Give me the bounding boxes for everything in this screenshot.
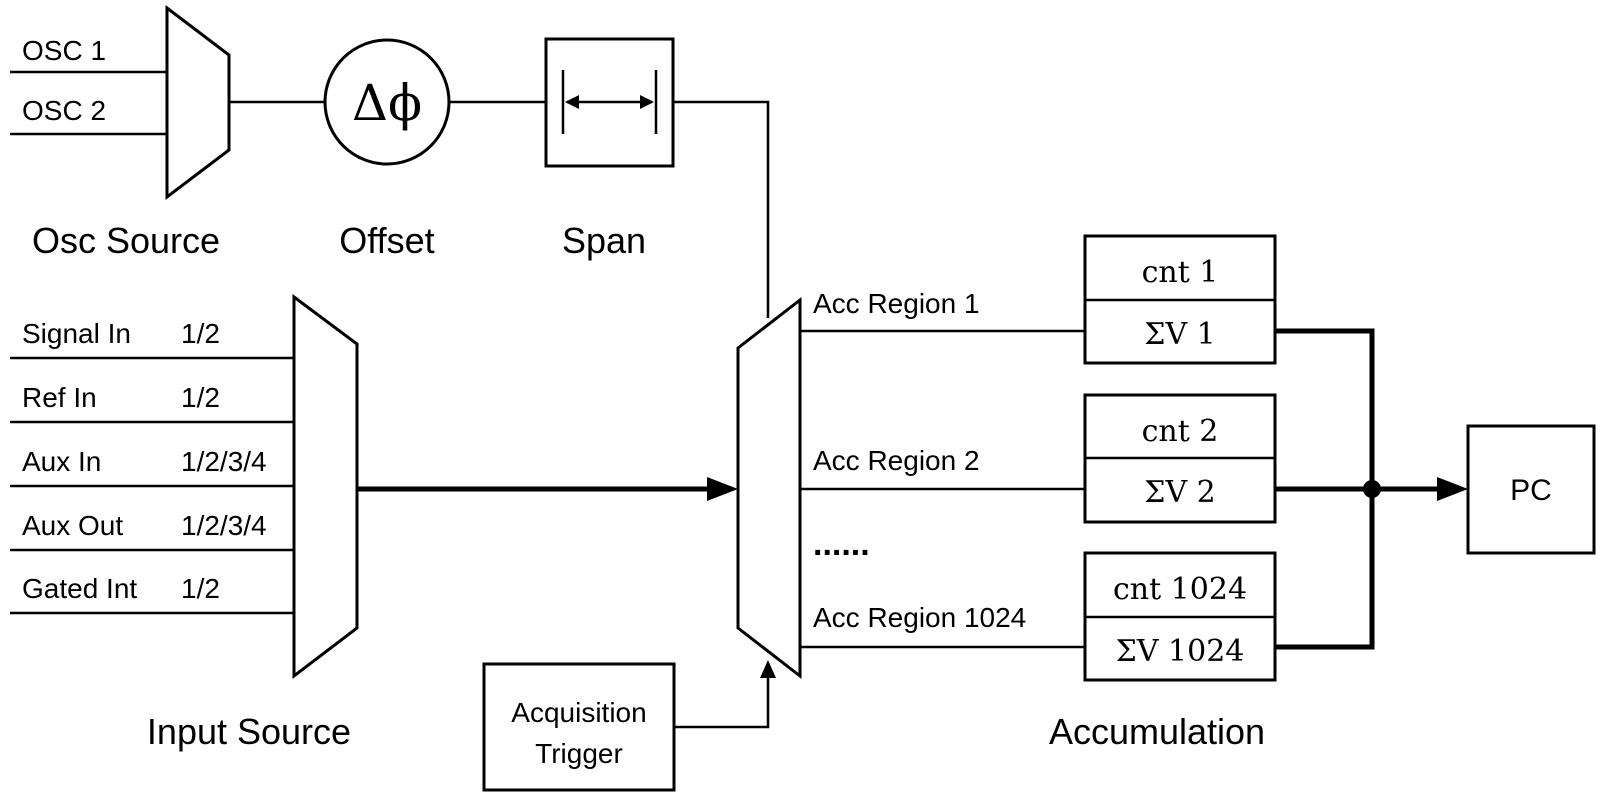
delta-phi-symbol: Δϕ	[352, 74, 422, 132]
osc2-label: OSC 2	[22, 95, 106, 126]
input-to-region-mux-arrowhead	[707, 477, 738, 501]
pc-block: PC	[1466, 424, 1596, 555]
accumulation-title: Accumulation	[1049, 711, 1265, 752]
span-arrow-left-head	[565, 95, 579, 109]
region-ellipsis: ......	[813, 525, 870, 563]
osc-source-title: Osc Source	[32, 220, 220, 261]
region-1024-label: Acc Region 1024	[813, 602, 1026, 633]
input-source-mux	[292, 294, 359, 680]
pc-box	[1466, 424, 1596, 555]
osc-source-mux	[165, 4, 231, 201]
region-1: Acc Region 1	[800, 288, 1085, 333]
offset-title: Offset	[339, 220, 434, 261]
accumulator-2-sum: ΣV 2	[1144, 475, 1216, 510]
region-1-label: Acc Region 1	[813, 288, 980, 319]
input-channels-signal-in: 1/2	[181, 318, 220, 349]
input-name-gated-int: Gated Int	[22, 573, 137, 604]
input-name-aux-in: Aux In	[22, 446, 101, 477]
bus-junction-dot	[1363, 480, 1381, 498]
region-1024: Acc Region 1024	[800, 602, 1085, 649]
accumulator-1-sum: ΣV 1	[1144, 317, 1216, 352]
region-2: Acc Region 2	[800, 445, 1085, 491]
input-source-title: Input Source	[147, 711, 351, 752]
input-channels-ref-in: 1/2	[181, 382, 220, 413]
acquisition-trigger-line2: Trigger	[535, 738, 623, 769]
acquisition-trigger-block: Acquisition Trigger	[482, 660, 776, 792]
accumulator-1: cnt 1 ΣV 1	[1083, 234, 1277, 365]
input-channels-aux-out: 1/2/3/4	[181, 510, 267, 541]
acquisition-trigger-box	[482, 662, 676, 792]
region-demux	[736, 296, 802, 680]
accumulator-2: cnt 2 ΣV 2	[1083, 393, 1277, 524]
accumulator-1024: cnt 1024 ΣV 1024	[1083, 551, 1277, 682]
pc-arrowhead	[1437, 477, 1468, 501]
span-block: Span	[544, 37, 675, 261]
input-channels-aux-in: 1/2/3/4	[181, 446, 267, 477]
trigger-to-region-mux-line	[674, 675, 770, 729]
span-title: Span	[562, 220, 646, 261]
span-to-region-mux-line	[673, 100, 770, 318]
offset-block: Δϕ Offset	[323, 38, 451, 261]
trigger-arrowhead	[760, 660, 776, 678]
input-name-ref-in: Ref In	[22, 382, 97, 413]
pc-label: PC	[1510, 474, 1552, 507]
span-arrow-right-head	[640, 95, 654, 109]
osc1-label: OSC 1	[22, 35, 106, 66]
acquisition-trigger-line1: Acquisition	[511, 697, 646, 728]
accumulator-1024-cnt: cnt 1024	[1113, 572, 1247, 607]
region-2-label: Acc Region 2	[813, 445, 980, 476]
input-source-block: Signal In 1/2 Ref In 1/2 Aux In 1/2/3/4 …	[10, 294, 359, 752]
accumulator-2-cnt: cnt 2	[1142, 414, 1219, 449]
accumulator-1024-sum: ΣV 1024	[1116, 634, 1245, 669]
input-channels-gated-int: 1/2	[181, 573, 220, 604]
input-name-signal-in: Signal In	[22, 318, 131, 349]
accumulator-1-cnt: cnt 1	[1142, 255, 1219, 290]
osc-source-block: OSC 1 OSC 2 Osc Source	[10, 4, 231, 261]
input-name-aux-out: Aux Out	[22, 510, 123, 541]
